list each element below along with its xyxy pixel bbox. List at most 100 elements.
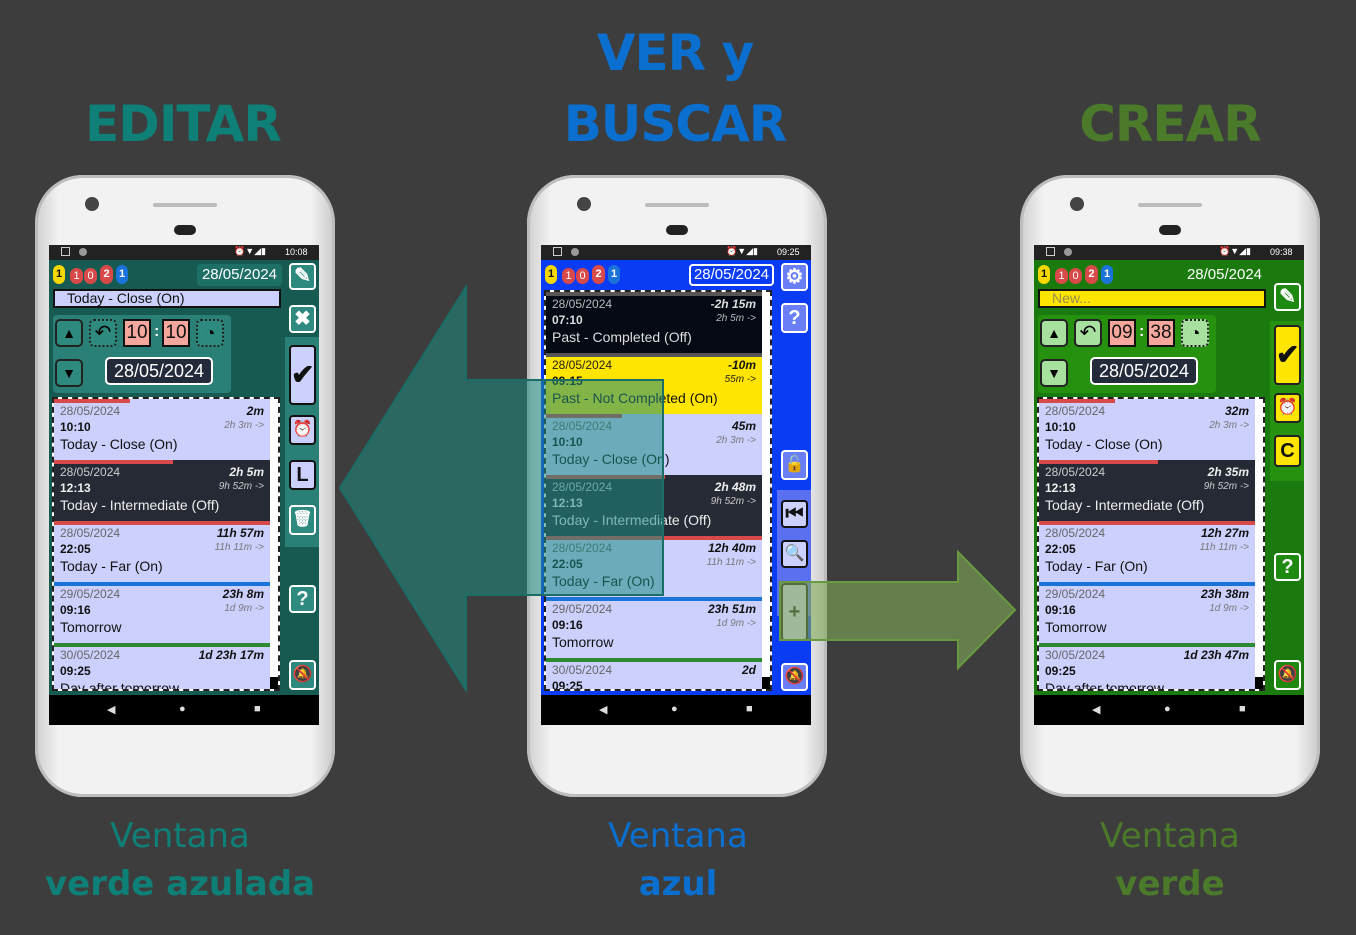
progress-stripe bbox=[1039, 399, 1115, 403]
hour-up-button[interactable]: ▲ bbox=[55, 319, 83, 347]
count-badge[interactable]: 1 bbox=[1101, 265, 1113, 284]
date-picker-field[interactable]: 28/05/2024 bbox=[1090, 357, 1198, 385]
earpiece bbox=[1159, 225, 1181, 235]
C-button[interactable]: C bbox=[1274, 435, 1301, 467]
bell-off-icon[interactable]: 🔕 bbox=[289, 660, 316, 690]
count-badge[interactable]: 1 bbox=[545, 265, 557, 284]
nav-recent-icon[interactable]: ■ bbox=[254, 703, 261, 715]
count-badge[interactable]: 0 bbox=[1069, 268, 1082, 284]
undo-button[interactable]: ↶ bbox=[89, 319, 117, 347]
help-icon[interactable]: ? bbox=[289, 585, 316, 613]
item-remaining: 23h 38m bbox=[1200, 587, 1249, 601]
count-badge[interactable]: 2 bbox=[1085, 265, 1098, 284]
plus-icon[interactable]: + bbox=[781, 583, 808, 641]
new-title-input[interactable]: New... bbox=[1038, 289, 1266, 308]
nav-back-icon[interactable]: ◀ bbox=[1092, 704, 1101, 716]
check-icon[interactable]: ✔ bbox=[1274, 325, 1301, 385]
edit-icon[interactable]: ✎ bbox=[1274, 283, 1301, 311]
count-badge[interactable]: 0 bbox=[576, 268, 589, 284]
hour-field[interactable]: 10 bbox=[123, 319, 151, 347]
item-remaining: 45m bbox=[731, 419, 756, 433]
nav-home-icon[interactable]: ● bbox=[179, 703, 186, 715]
bell-off-icon[interactable]: 🔕 bbox=[1274, 660, 1301, 690]
title-input[interactable]: Today - Close (On) bbox=[53, 289, 281, 308]
progress-stripe bbox=[1039, 460, 1158, 464]
skip-back-icon[interactable]: ⏮ bbox=[781, 500, 808, 528]
progress-stripe bbox=[546, 658, 762, 662]
count-badge[interactable]: 2 bbox=[100, 265, 113, 284]
minute-field[interactable]: 38 bbox=[1147, 319, 1175, 347]
item-name: Today - Close (On) bbox=[552, 451, 670, 467]
add-alarm-icon[interactable]: ◔ bbox=[196, 319, 224, 347]
nav-recent-icon[interactable]: ■ bbox=[1239, 703, 1246, 715]
search-icon[interactable]: 🔍 bbox=[781, 540, 808, 568]
hour-down-button[interactable]: ▼ bbox=[1040, 359, 1068, 387]
count-badge[interactable]: 1 bbox=[562, 268, 575, 284]
nav-home-icon[interactable]: ● bbox=[671, 703, 678, 715]
hour-field[interactable]: 09 bbox=[1108, 319, 1136, 347]
item-interval: 11h 11m -> bbox=[214, 542, 264, 553]
L-button[interactable]: L bbox=[289, 460, 316, 490]
alarm-off-icon[interactable]: ⏰ bbox=[1274, 393, 1301, 423]
list-scrollbar[interactable] bbox=[762, 677, 770, 689]
count-badge[interactable]: 1 bbox=[53, 265, 65, 284]
minute-field[interactable]: 10 bbox=[162, 319, 190, 347]
help-icon[interactable]: ? bbox=[781, 303, 808, 333]
count-badge[interactable]: 0 bbox=[84, 268, 97, 284]
count-badge[interactable]: 2 bbox=[592, 265, 605, 284]
count-badge[interactable]: 1 bbox=[1055, 268, 1068, 284]
list-scrollbar[interactable] bbox=[270, 677, 278, 689]
hour-down-button[interactable]: ▼ bbox=[55, 359, 83, 387]
caption-view-line2: azul bbox=[638, 864, 718, 904]
nav-home-icon[interactable]: ● bbox=[1164, 703, 1171, 715]
gear-icon[interactable]: ⚙ bbox=[781, 263, 808, 291]
trash-icon[interactable]: 🗑 bbox=[289, 505, 316, 535]
list-scrollbar[interactable] bbox=[1255, 677, 1263, 689]
count-badge[interactable]: 1 bbox=[116, 265, 128, 284]
nav-recent-icon[interactable]: ■ bbox=[746, 703, 753, 715]
item-interval: 1d 9m -> bbox=[224, 603, 264, 614]
count-badge[interactable]: 1 bbox=[70, 268, 83, 284]
close-icon[interactable]: ✖ bbox=[289, 305, 316, 333]
item-date: 28/05/2024 bbox=[552, 541, 613, 555]
status-clock: 10:08 bbox=[285, 247, 308, 257]
nav-back-icon[interactable]: ◀ bbox=[107, 704, 116, 716]
date-picker-field[interactable]: 28/05/2024 bbox=[105, 357, 213, 385]
lock-icon[interactable]: 🔓 bbox=[781, 450, 808, 480]
bell-off-icon[interactable]: 🔕 bbox=[781, 663, 808, 691]
hour-up-button[interactable]: ▲ bbox=[1040, 319, 1068, 347]
count-badge[interactable]: 1 bbox=[608, 265, 620, 284]
count-badge[interactable]: 1 bbox=[1038, 265, 1050, 284]
undo-button[interactable]: ↶ bbox=[1074, 319, 1102, 347]
edit-icon[interactable]: ✎ bbox=[289, 263, 316, 290]
header-date[interactable]: 28/05/2024 bbox=[689, 264, 774, 286]
alarm-check-icon[interactable]: ⏰ bbox=[289, 415, 316, 445]
nav-back-icon[interactable]: ◀ bbox=[599, 704, 608, 716]
add-alarm-icon[interactable]: ◔ bbox=[1181, 319, 1209, 347]
item-remaining: 11h 57m bbox=[216, 526, 264, 540]
help-icon[interactable]: ? bbox=[1274, 553, 1301, 581]
check-icon[interactable]: ✔ bbox=[289, 345, 316, 405]
time-picker-panel: ▲↶10:10◔▼28/05/2024 bbox=[53, 315, 231, 393]
